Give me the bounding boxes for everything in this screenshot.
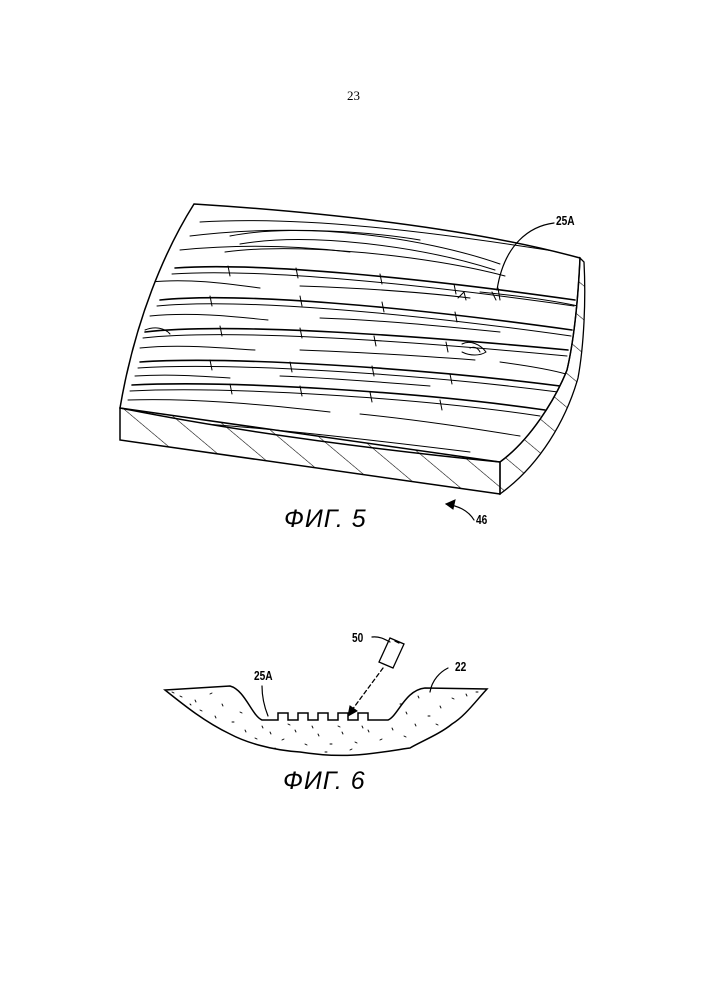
board-side-edge	[500, 258, 585, 494]
ref-46-arrowhead	[446, 500, 455, 509]
substrate-profile	[165, 686, 487, 755]
ref-label-22: 22	[455, 659, 466, 674]
figure-5-drawing	[120, 204, 585, 520]
ref-25A-leader	[497, 223, 554, 290]
ref-label-25A-fig6: 25A	[254, 668, 273, 683]
tool-beam	[352, 668, 383, 710]
ref-label-25A: 25A	[556, 213, 575, 228]
ref-25A-fig6-leader	[262, 686, 268, 716]
figure-6-drawing	[165, 637, 487, 756]
figure-6-caption: ФИГ. 6	[283, 767, 366, 796]
ref-50-leader	[372, 637, 390, 642]
ref-label-50: 50	[352, 630, 363, 645]
figure-5-caption: ФИГ. 5	[284, 505, 367, 534]
tool-beam-arrowhead	[348, 706, 357, 716]
ref-label-46: 46	[476, 512, 487, 527]
tool-50	[379, 638, 404, 668]
board-front-edge	[120, 408, 500, 494]
